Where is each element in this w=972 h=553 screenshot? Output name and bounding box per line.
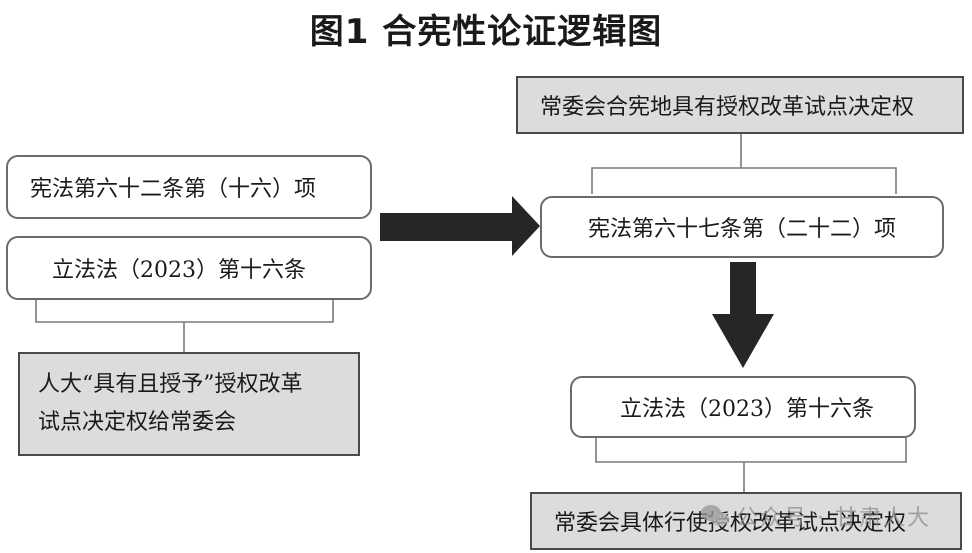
wechat-icon [701, 505, 729, 526]
left-bracket [35, 298, 334, 352]
right-top-bracket [591, 134, 897, 194]
right-lower-box-label: 立法法（2023）第十六条 [620, 397, 874, 422]
right-lower-box-legislation-law: 立法法（2023）第十六条 [570, 376, 916, 438]
left-result-line-2: 试点决定权给常委会 [38, 410, 237, 435]
watermark: 公众号 · 甘肃人大 [700, 500, 931, 532]
horizontal-arrow [380, 196, 540, 256]
watermark-text: 公众号 · 甘肃人大 [736, 506, 931, 531]
right-middle-box-label: 宪法第六十七条第（二十二）项 [588, 217, 897, 242]
diagram-title: 图1 合宪性论证逻辑图 [309, 12, 663, 52]
right-bottom-box: 常委会具体行使授权改革试点决定权 [530, 492, 962, 550]
vertical-arrow [712, 262, 774, 368]
left-box-legislation-law: 立法法（2023）第十六条 [6, 236, 372, 300]
right-lower-bracket [595, 436, 907, 492]
left-box-constitution-62: 宪法第六十二条第（十六）项 [6, 155, 372, 219]
left-result-line-1: 人大“具有且授予”授权改革 [38, 372, 303, 397]
right-top-box-label: 常委会合宪地具有授权改革试点决定权 [540, 95, 915, 120]
left-box-constitution-62-label: 宪法第六十二条第（十六）项 [30, 177, 317, 202]
left-result-box: 人大“具有且授予”授权改革 试点决定权给常委会 [18, 352, 360, 456]
right-middle-box-constitution-67: 宪法第六十七条第（二十二）项 [540, 196, 944, 258]
right-bottom-box-label: 常委会具体行使授权改革试点决定权 [554, 511, 907, 536]
left-box-legislation-law-label: 立法法（2023）第十六条 [52, 258, 306, 283]
right-top-box: 常委会合宪地具有授权改革试点决定权 [516, 76, 964, 134]
